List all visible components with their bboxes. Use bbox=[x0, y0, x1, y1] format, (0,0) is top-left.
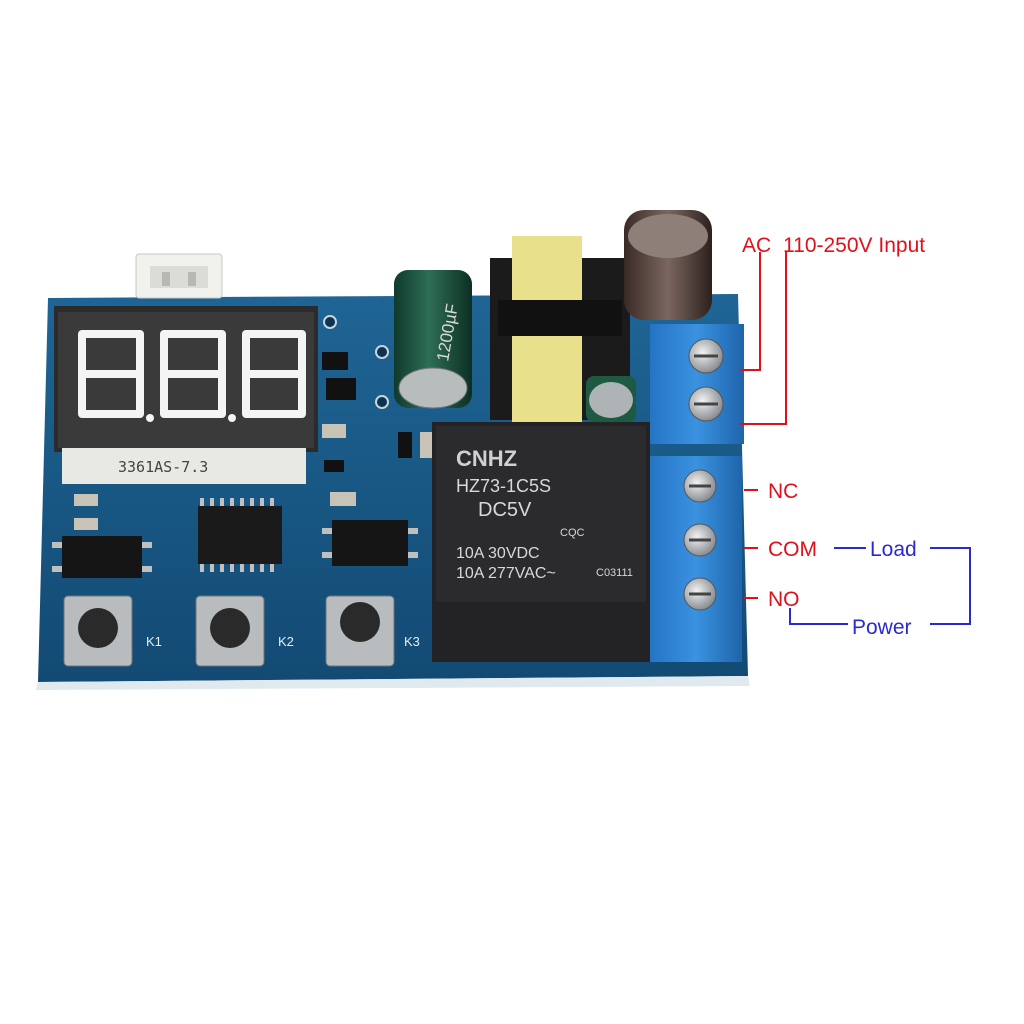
relay-coil: DC5V bbox=[478, 499, 532, 521]
digit-3 bbox=[242, 330, 306, 418]
button-k2-label: K2 bbox=[278, 634, 294, 649]
button-k3-label: K3 bbox=[404, 634, 420, 649]
ic-u1 bbox=[52, 536, 152, 578]
transformer bbox=[490, 236, 630, 426]
terminal-block-output bbox=[650, 456, 742, 662]
display-part-number: 3361AS-7.3 bbox=[118, 458, 208, 476]
relay-cert: CQC bbox=[560, 527, 585, 539]
electrolytic-capacitor-large: 1200µF bbox=[394, 270, 472, 409]
relay-brand: CNHZ bbox=[456, 446, 517, 471]
relay-code: C03111 bbox=[596, 567, 633, 579]
digit-2 bbox=[160, 330, 236, 422]
ac-input-rest: 110-250V Input bbox=[783, 234, 925, 257]
electrolytic-capacitor-small bbox=[586, 376, 636, 422]
smd-components bbox=[74, 352, 434, 530]
com-label: COM bbox=[768, 538, 817, 561]
load-power-wiring bbox=[789, 547, 971, 625]
relay-model: HZ73-1C5S bbox=[456, 476, 551, 496]
ic-u3 bbox=[322, 520, 418, 566]
output-leader-lines bbox=[744, 489, 758, 599]
electrolytic-capacitor-brown bbox=[624, 210, 712, 320]
power-label: Power bbox=[852, 616, 912, 639]
ac-input-label: AC 110-250V Input bbox=[742, 234, 925, 257]
load-label: Load bbox=[870, 538, 917, 561]
jst-connector bbox=[135, 253, 223, 299]
relay: CNHZ HZ73-1C5S DC5V CQC 10A 30VDC 10A 27… bbox=[432, 422, 650, 662]
ac-input-leader-lines bbox=[740, 252, 787, 425]
ac-input-prefix: AC bbox=[742, 234, 771, 257]
button-k1-label: K1 bbox=[146, 634, 162, 649]
nc-label: NC bbox=[768, 480, 798, 503]
terminal-block-input bbox=[650, 324, 744, 444]
button-k2[interactable]: K2 bbox=[195, 595, 294, 667]
no-label: NO bbox=[768, 588, 800, 611]
digit-1 bbox=[78, 330, 154, 422]
seven-segment-display: 3361AS-7.3 bbox=[54, 306, 318, 484]
relay-rating-dc: 10A 30VDC bbox=[456, 545, 540, 562]
button-k3[interactable]: K3 bbox=[325, 595, 420, 667]
button-k1[interactable]: K1 bbox=[63, 595, 162, 667]
relay-rating-ac: 10A 277VAC~ bbox=[456, 565, 556, 582]
ic-mcu bbox=[198, 498, 282, 572]
